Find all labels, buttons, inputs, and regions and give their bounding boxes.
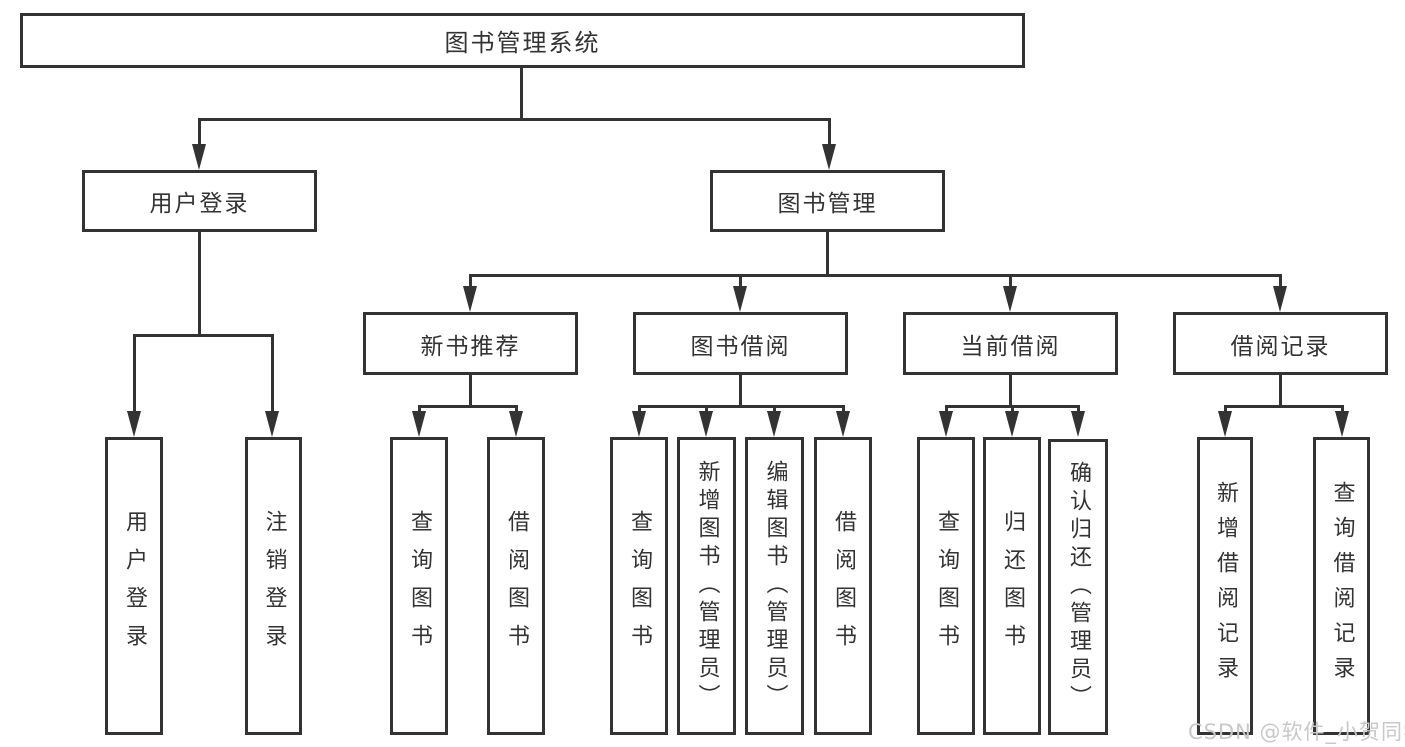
arrow-down-icon: [412, 411, 426, 437]
arrow-down-icon: [632, 411, 646, 437]
connector-root-stem: [520, 68, 523, 119]
node-leaf-confirm-return-admin-label: 确认归还（管理员）: [1066, 461, 1091, 713]
node-leaf-add-borrow-record-label: 新增借阅记录: [1213, 481, 1238, 691]
connector-stem: [739, 375, 742, 407]
node-new-book-recommend: 新书推荐: [363, 312, 578, 375]
watermark-text: CSDN @软件_小贺同学: [1188, 720, 1405, 744]
arrow-down-icon: [1005, 411, 1019, 437]
arrow-down-icon: [265, 411, 279, 437]
connector-login-stem: [198, 232, 201, 336]
node-leaf-query-book-borrow-label: 查询图书: [627, 510, 652, 662]
node-user-login: 用户登录: [82, 170, 317, 232]
arrow-down-icon: [1218, 411, 1232, 437]
node-book-borrow-label: 图书借阅: [690, 333, 791, 360]
connector-drop-line: [1009, 274, 1012, 288]
connector-drop-line: [1341, 405, 1344, 413]
connector-drop-line: [1224, 405, 1227, 413]
node-book-management: 图书管理: [710, 170, 945, 232]
arrow-down-icon: [1071, 411, 1085, 437]
connector-drop-line: [945, 405, 948, 413]
node-leaf-borrow-book-recommend-label: 借阅图书: [504, 510, 529, 662]
arrow-down-icon: [463, 286, 477, 312]
node-leaf-query-borrow-record-label: 查询借阅记录: [1329, 481, 1355, 691]
arrow-down-icon: [1003, 286, 1017, 312]
node-current-borrow-label: 当前借阅: [960, 333, 1061, 360]
connector-drop-line: [828, 118, 831, 146]
node-root-system: 图书管理系统: [20, 13, 1025, 68]
node-book-borrow: 图书借阅: [633, 312, 848, 375]
arrow-down-icon: [509, 411, 523, 437]
connector-drop-line: [418, 405, 421, 413]
connector-drop-line: [271, 334, 274, 413]
node-leaf-query-borrow-record: 查询借阅记录: [1313, 437, 1370, 735]
node-root-system-label: 图书管理系统: [444, 29, 601, 57]
arrow-down-icon: [192, 144, 206, 170]
arrow-down-icon: [939, 411, 953, 437]
arrow-down-icon: [1335, 411, 1349, 437]
node-leaf-confirm-return-admin: 确认归还（管理员）: [1048, 439, 1108, 735]
node-borrow-records: 借阅记录: [1173, 312, 1388, 375]
node-leaf-edit-book-admin-label: 编辑图书（管理员）: [762, 460, 788, 712]
connector-stem: [1009, 375, 1012, 407]
connector-login-branch: [133, 334, 274, 337]
node-leaf-borrow-book-borrow: 借阅图书: [814, 437, 872, 735]
connector-branch: [418, 405, 517, 408]
connector-drop-line: [469, 274, 472, 288]
connector-drop-line: [1077, 405, 1080, 413]
node-borrow-records-label: 借阅记录: [1230, 333, 1331, 360]
node-leaf-return-book-label: 归还图书: [1000, 510, 1025, 662]
connector-drop-line: [133, 334, 136, 413]
arrow-down-icon: [699, 411, 713, 437]
node-leaf-query-book-borrow: 查询图书: [610, 437, 668, 735]
arrow-down-icon: [127, 411, 141, 437]
node-leaf-add-borrow-record: 新增借阅记录: [1197, 437, 1253, 735]
node-leaf-edit-book-admin: 编辑图书（管理员）: [745, 437, 804, 735]
connector-drop-line: [1011, 405, 1014, 413]
arrow-down-icon: [822, 144, 836, 170]
node-leaf-query-book-recommend: 查询图书: [390, 437, 448, 735]
node-leaf-borrow-book-borrow-label: 借阅图书: [831, 510, 856, 662]
connector-drop-line: [739, 274, 742, 288]
arrow-down-icon: [733, 286, 747, 312]
node-leaf-user-login: 用户登录: [105, 437, 163, 735]
node-leaf-add-book-admin: 新增图书（管理员）: [677, 437, 736, 735]
connector-management-stem: [826, 232, 829, 276]
node-leaf-query-book-current-label: 查询图书: [934, 510, 959, 662]
node-leaf-query-book-current: 查询图书: [917, 437, 975, 735]
connector-stem: [469, 375, 472, 407]
node-user-login-label: 用户登录: [149, 191, 250, 217]
node-leaf-borrow-book-recommend: 借阅图书: [487, 437, 545, 735]
node-leaf-return-book: 归还图书: [983, 437, 1041, 735]
connector-drop-line: [842, 405, 845, 413]
connector-management-branch: [469, 274, 1281, 277]
connector-branch: [638, 405, 844, 408]
connector-branch: [1224, 405, 1343, 408]
connector-root-branch: [198, 118, 831, 121]
node-leaf-logout-label: 注销登录: [261, 510, 287, 662]
node-new-book-recommend-label: 新书推荐: [420, 333, 521, 360]
node-leaf-user-login-label: 用户登录: [122, 510, 147, 662]
connector-drop-line: [198, 118, 201, 146]
connector-drop-line: [773, 405, 776, 413]
node-leaf-query-book-recommend-label: 查询图书: [407, 510, 432, 662]
connector-stem: [1279, 375, 1282, 407]
node-leaf-add-book-admin-label: 新增图书（管理员）: [694, 460, 720, 712]
connector-drop-line: [515, 405, 518, 413]
node-current-borrow: 当前借阅: [903, 312, 1118, 375]
connector-drop-line: [638, 405, 641, 413]
connector-drop-line: [705, 405, 708, 413]
connector-drop-line: [1279, 274, 1282, 288]
arrow-down-icon: [1273, 286, 1287, 312]
arrow-down-icon: [767, 411, 781, 437]
node-book-management-label: 图书管理: [777, 191, 878, 217]
arrow-down-icon: [836, 411, 850, 437]
node-leaf-logout: 注销登录: [245, 437, 302, 735]
